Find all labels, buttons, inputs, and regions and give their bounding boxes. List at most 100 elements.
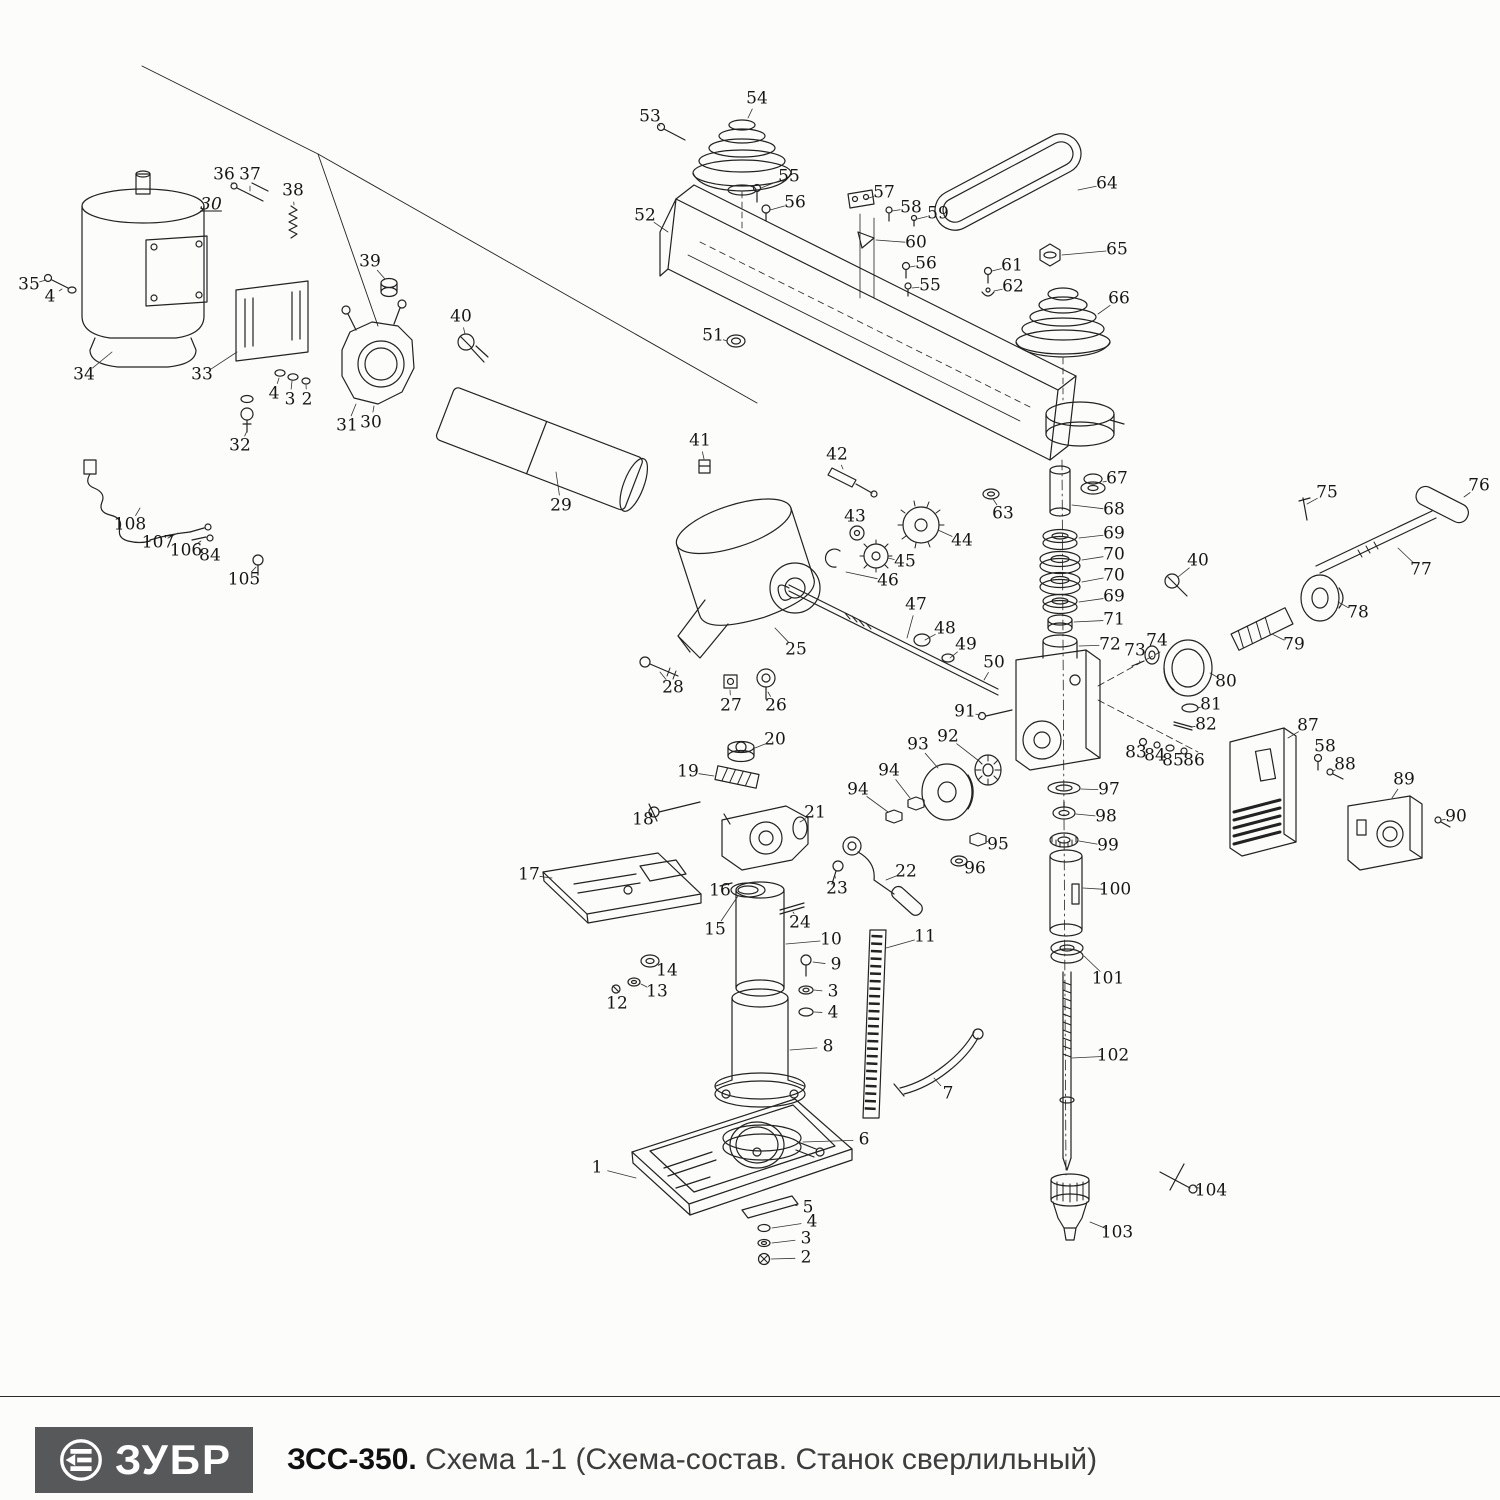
quill-assembly [1047, 781, 1198, 1241]
leader-line [992, 498, 998, 506]
footer-divider [0, 1396, 1500, 1397]
footer: ЗУБР ЗСС-350. Схема 1-1 (Схема-состав. С… [0, 1420, 1500, 1500]
leader-line [1071, 1056, 1103, 1059]
leader-line [555, 471, 560, 496]
column-tube [435, 387, 649, 512]
leader-line [770, 1257, 796, 1260]
leader-line [1306, 497, 1318, 505]
leader-line [933, 1077, 942, 1087]
leader-line [276, 377, 280, 384]
leader-line [1196, 706, 1201, 709]
leader-line [975, 713, 981, 716]
quill-head-block [977, 649, 1101, 771]
leader-line [1081, 556, 1104, 561]
leader-line [949, 651, 958, 659]
leader-line [290, 380, 293, 390]
leader-line [895, 779, 911, 799]
zubr-emblem-icon [60, 1439, 102, 1481]
leader-line [891, 209, 901, 212]
leader-line [985, 840, 988, 842]
zubr-logo-text: ЗУБР [114, 1436, 233, 1483]
leader-line [906, 615, 914, 639]
column-bracket [341, 277, 489, 405]
leader-line [993, 288, 1003, 292]
feed-handle [1131, 485, 1469, 755]
leader-line [1083, 955, 1101, 972]
leader-line [1081, 577, 1104, 583]
leader-line [1073, 620, 1104, 623]
column-and-base [611, 881, 984, 1266]
power-cable [83, 459, 264, 576]
motor [81, 170, 208, 368]
head-casting [675, 498, 821, 659]
motor-pulley [1015, 243, 1111, 358]
leader-line [372, 405, 375, 413]
leader-line [792, 911, 795, 915]
leader-line [875, 239, 906, 243]
leader-line [747, 108, 753, 119]
leader-line [656, 963, 659, 966]
construction-lines [141, 65, 1199, 1176]
leader-line [991, 268, 1002, 272]
leader-line [1391, 788, 1399, 799]
leader-line [1177, 567, 1190, 578]
leader-line [1332, 769, 1336, 772]
arm-screws [726, 189, 995, 348]
leader-line [539, 876, 553, 879]
leader-line [802, 1139, 854, 1143]
leader-line [194, 540, 202, 546]
leader-line [1194, 1186, 1201, 1189]
leader-line [1078, 644, 1100, 647]
leader-line [167, 532, 179, 539]
leader-line [1080, 788, 1099, 791]
spring-pulleys [885, 754, 1002, 867]
leader-line [812, 961, 826, 964]
leader-line [1209, 672, 1217, 678]
leader-line [937, 529, 953, 537]
leader-line [463, 327, 466, 335]
leader-line [210, 351, 238, 370]
mount-plate [230, 182, 311, 433]
leader-line [771, 1223, 802, 1229]
leader-line [1078, 840, 1098, 845]
leader-line [1078, 534, 1104, 539]
leader-line [1397, 547, 1414, 563]
leader-line [657, 123, 661, 127]
leader-line [771, 1239, 796, 1244]
leader-line [769, 205, 785, 211]
leader-line [865, 196, 874, 200]
table-group [542, 740, 923, 924]
leader-line [789, 1047, 818, 1051]
leader-line [1061, 250, 1107, 256]
leader-line [1078, 598, 1104, 603]
leader-line [1071, 504, 1104, 510]
arm [659, 184, 1077, 461]
leader-line [251, 566, 257, 573]
leader-line [58, 288, 63, 292]
leader-line [1097, 304, 1111, 315]
leader-line [1082, 887, 1105, 890]
leader-line [1463, 492, 1471, 498]
leader-line [885, 875, 897, 881]
switch-assembly [1229, 727, 1451, 871]
leader-line [1337, 601, 1349, 609]
leader-line [885, 939, 915, 949]
belt [934, 133, 1082, 231]
leader-line [244, 430, 248, 437]
leader-line [39, 279, 47, 283]
leader-line [924, 633, 936, 641]
leader-line [911, 286, 920, 289]
screw-35 [43, 273, 77, 294]
spindle-stack [982, 465, 1106, 659]
leader-line [1271, 633, 1285, 641]
leader-line [722, 339, 728, 342]
spindle-pulley [656, 119, 792, 222]
leader-line [983, 672, 989, 681]
diagram-title-text: Схема 1-1 (Схема-состав. Станок сверлиль… [416, 1443, 1098, 1476]
leader-line [887, 557, 895, 560]
leader-line [1102, 480, 1107, 483]
leader-line [92, 351, 113, 369]
leader-line [698, 773, 715, 777]
